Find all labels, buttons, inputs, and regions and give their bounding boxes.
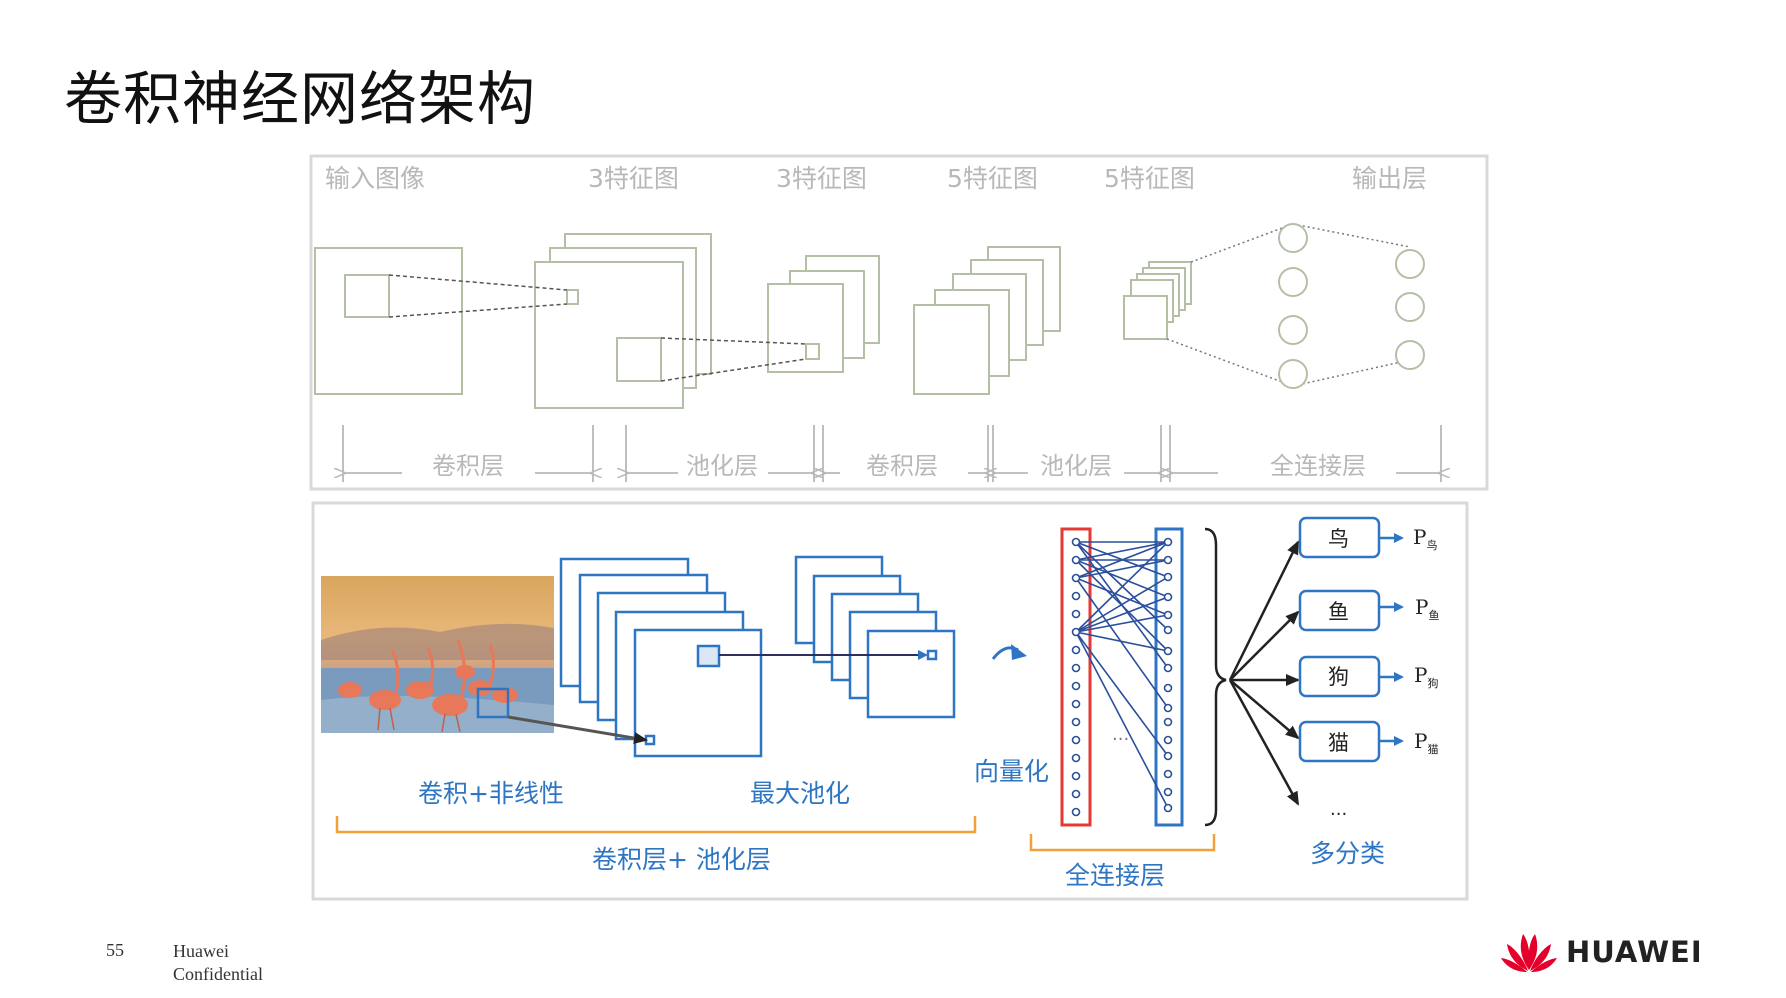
flattened-vector [1060,527,1092,827]
header-label-feature-map-4: 5特征图 [1104,164,1195,193]
output-neuron [1395,340,1425,370]
fc-nodes [1163,537,1173,813]
class-fish: 鱼 P鱼 [1298,589,1439,632]
footer-org-line2: Confidential [173,964,263,984]
multi-class-label: 多分类 [1310,839,1385,868]
footer-confidentiality: Huawei Confidential [173,940,263,986]
fc-neuron [1278,315,1308,345]
layer-label-fc: 全连接层 [1270,452,1366,480]
class-probability: P猫 [1414,729,1438,756]
fc-neuron [1278,223,1308,253]
output-neuron [1395,292,1425,322]
conv-pool-group-label: 卷积层+ 池化层 [592,845,771,874]
class-list: 鸟 P鸟 鱼 P鱼 狗 P狗 猫 P猫 ... [1298,516,1439,820]
layer-label-pool-1: 池化层 [686,452,758,480]
layer-label-conv-2: 卷积层 [866,452,938,480]
class-label: 鸟 [1328,527,1349,551]
header-label-input-image: 输入图像 [325,164,425,193]
layer-label-pool-2: 池化层 [1040,452,1112,480]
vector-nodes [1071,537,1081,817]
receptive-field-box [344,274,390,318]
pooling-window-box [616,337,662,382]
class-probability: P鱼 [1415,595,1439,622]
fc-layer-label: 全连接层 [1065,861,1165,890]
huawei-logo: HUAWEI [1500,930,1703,974]
fc-neuron-column [1154,527,1184,827]
class-probability: P狗 [1414,663,1438,690]
pooled-feature-map-front [866,629,956,719]
flamingo-photo [321,576,554,733]
photo-to-conv-arrow [507,715,648,744]
class-arrow [1229,610,1300,681]
fc-neuron [1278,359,1308,389]
fc-neuron [1278,267,1308,297]
fc-ellipsis: ... [1112,724,1129,745]
fc-connections [1075,541,1169,809]
top-diagram: 输入图像 3特征图 3特征图 5特征图 5特征图 输出层 [309,154,1489,491]
class-probability: P鸟 [1413,525,1437,552]
fc-output-bracket [1204,527,1227,827]
header-label-feature-map-2: 3特征图 [776,164,867,193]
class-label: 猫 [1328,731,1349,755]
header-label-feature-map-1: 3特征图 [588,164,679,193]
output-neuron [1395,249,1425,279]
header-label-feature-map-3: 5特征图 [947,164,1038,193]
conv-pool-bracket [335,816,977,834]
slide-title: 卷积神经网络架构 [64,65,537,133]
fc-bracket [1029,834,1216,852]
class-arrow [1228,679,1300,806]
top-frame [309,154,1489,491]
bottom-frame [311,501,1469,901]
class-dog: 狗 P狗 [1298,655,1438,698]
brand-name: HUAWEI [1566,935,1703,969]
footer-org-line1: Huawei [173,941,229,961]
class-ellipsis: ... [1330,799,1347,820]
class-label: 狗 [1328,665,1349,689]
input-image-box [314,247,463,395]
page-number: 55 [106,940,124,960]
class-arrow [1228,540,1300,681]
huawei-flower-icon [1501,934,1557,972]
conv-patch-box [696,644,721,668]
class-label: 鱼 [1328,600,1349,624]
class-cat: 猫 P猫 [1298,720,1438,763]
vectorize-label: 向量化 [974,757,1049,786]
layer-label-conv-1: 卷积层 [432,452,504,480]
photo-patch-box [476,687,510,719]
conv-nonlinear-label: 卷积+非线性 [418,779,564,808]
class-bird: 鸟 P鸟 [1298,516,1437,559]
bottom-diagram: 卷积+非线性 最大池化 卷积层+ 池化层 向量化 [311,501,1469,901]
max-pool-label: 最大池化 [750,779,850,808]
class-arrow [1229,679,1300,740]
header-label-output-layer: 输出层 [1352,164,1427,193]
